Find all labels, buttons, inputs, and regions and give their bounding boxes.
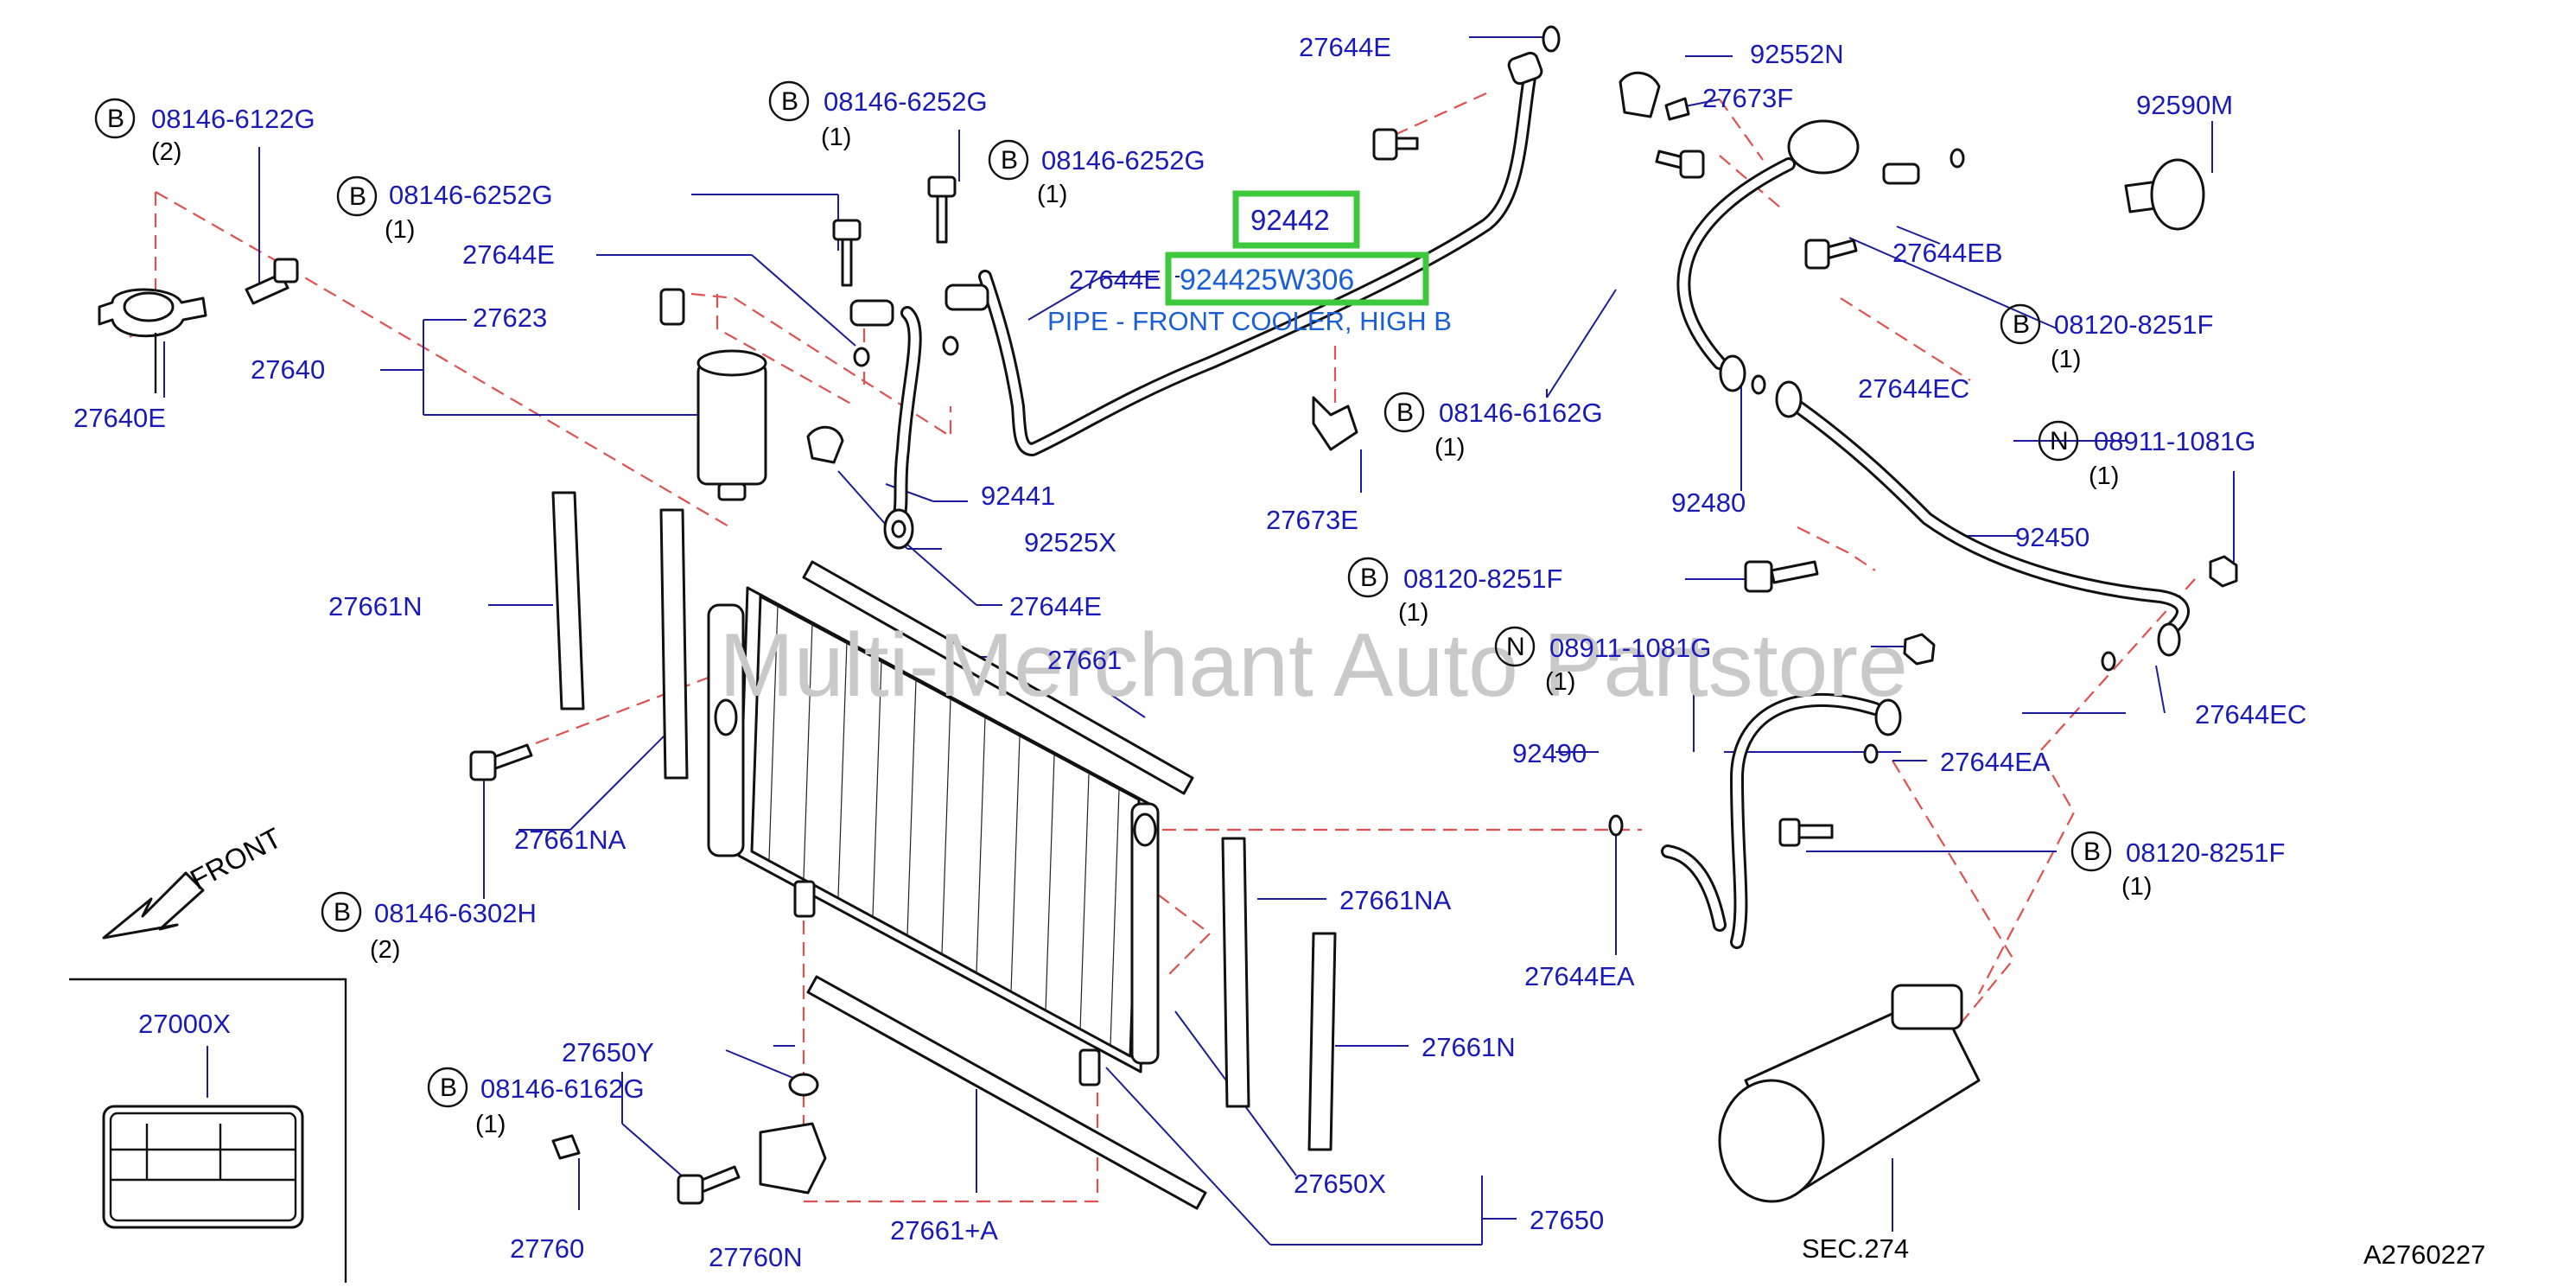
- part-label-27644EA-b[interactable]: 27644EA: [1524, 961, 1635, 991]
- qty-label: (1): [1434, 434, 1465, 462]
- part-label-27640E[interactable]: 27640E: [73, 403, 166, 433]
- part-label-27644EB[interactable]: 27644EB: [1892, 238, 2003, 268]
- qty-label: (1): [2051, 346, 2081, 373]
- part-label-27644E-c[interactable]: 27644E: [1069, 264, 1161, 295]
- part-label-08146-6162G[interactable]: 08146-6162G: [1439, 398, 1603, 428]
- bolt-letter: B: [1001, 146, 1018, 175]
- part-label-27661N[interactable]: 27661N: [328, 591, 423, 621]
- highlight-full-part-label[interactable]: 924425W306: [1180, 264, 1354, 296]
- qty-label: (1): [475, 1111, 506, 1138]
- part-label-27623[interactable]: 27623: [473, 303, 547, 333]
- part-label-27644E-b[interactable]: 27644E: [462, 239, 555, 270]
- part-label-92441[interactable]: 92441: [981, 481, 1055, 511]
- part-label-08120-8251F-b[interactable]: 08120-8251F: [1403, 564, 1562, 594]
- nut-letter: N: [2050, 427, 2069, 456]
- part-label-27661-A[interactable]: 27661+A: [890, 1215, 998, 1246]
- part-label-92450[interactable]: 92450: [2015, 522, 2089, 552]
- part-label-27760N[interactable]: 27760N: [709, 1242, 803, 1272]
- part-label-27644EA[interactable]: 27644EA: [1940, 747, 2051, 777]
- part-label-27644E[interactable]: 27644E: [1299, 32, 1391, 62]
- highlight-callout: 92442 924425W306 PIPE - FRONT COOLER, HI…: [1047, 190, 1452, 336]
- qty-label: (2): [151, 138, 181, 166]
- qty-label: (1): [1037, 181, 1067, 208]
- bolt-marker-letters: B B B B B B N B N B B B: [107, 87, 2101, 1102]
- qty-label: (1): [1398, 599, 1428, 627]
- part-label-27650[interactable]: 27650: [1530, 1205, 1604, 1235]
- bolt-letter: B: [781, 87, 798, 116]
- line-art: [69, 25, 2238, 1283]
- qty-label: (1): [1545, 668, 1575, 696]
- part-label-27673E[interactable]: 27673E: [1266, 505, 1358, 535]
- diagram-ref-code: A2760227: [2363, 1239, 2485, 1270]
- part-label-27760[interactable]: 27760: [510, 1233, 584, 1264]
- qty-label: (1): [821, 124, 851, 151]
- part-label-92490[interactable]: 92490: [1512, 738, 1587, 768]
- part-label-27000X[interactable]: 27000X: [138, 1009, 231, 1039]
- part-label-08146-6162G-b[interactable]: 08146-6162G: [480, 1074, 645, 1104]
- part-label-27644EC-b[interactable]: 27644EC: [2195, 699, 2306, 730]
- bolt-letter: B: [1396, 398, 1414, 427]
- part-label-27661N-b[interactable]: 27661N: [1422, 1032, 1516, 1062]
- part-label-92480[interactable]: 92480: [1671, 487, 1746, 518]
- bolt-letter: B: [2083, 838, 2101, 866]
- part-label-27661NA[interactable]: 27661NA: [514, 825, 627, 855]
- part-label-08146-6252G[interactable]: 08146-6252G: [824, 86, 988, 117]
- part-labels: 27644E 92552N 27673F 92590M 08146-6252G …: [73, 32, 2306, 1272]
- part-label-08120-8251F-c[interactable]: 08120-8251F: [2126, 838, 2285, 868]
- highlight-part-label[interactable]: 92442: [1250, 204, 1330, 236]
- part-label-27661NA-b[interactable]: 27661NA: [1339, 885, 1452, 915]
- part-label-27644EC[interactable]: 27644EC: [1858, 373, 1969, 404]
- bolt-letter: B: [334, 898, 351, 927]
- part-label-08911-1081G-b[interactable]: 08911-1081G: [1549, 633, 1711, 663]
- condenser-drawing: [707, 586, 1160, 1086]
- part-label-27650Y[interactable]: 27650Y: [562, 1037, 654, 1067]
- part-label-27673F[interactable]: 27673F: [1702, 83, 1793, 113]
- part-label-27661[interactable]: 27661: [1047, 645, 1122, 675]
- part-label-08146-6252G-b[interactable]: 08146-6252G: [1041, 145, 1205, 175]
- qty-labels: (2) (1) (1) (1) (1) (1) (1) (1) (1) (1) …: [151, 124, 2152, 1138]
- qty-label: (1): [2089, 462, 2119, 490]
- qty-label: (2): [370, 936, 400, 964]
- highlight-description: PIPE - FRONT COOLER, HIGH B: [1047, 306, 1452, 336]
- part-label-08146-6252G-c[interactable]: 08146-6252G: [389, 180, 553, 210]
- bolt-letter: B: [349, 182, 366, 211]
- bolt-letter: B: [1360, 564, 1377, 592]
- part-label-92525X[interactable]: 92525X: [1024, 527, 1116, 557]
- part-label-08146-6302H[interactable]: 08146-6302H: [374, 898, 537, 928]
- part-label-08120-8251F[interactable]: 08120-8251F: [2054, 309, 2213, 340]
- part-label-27650X[interactable]: 27650X: [1294, 1169, 1386, 1199]
- part-label-27640[interactable]: 27640: [251, 354, 325, 385]
- compressor-drawing: [1718, 984, 1981, 1203]
- front-label: FRONT: [185, 821, 287, 895]
- bolt-letter: B: [107, 105, 124, 133]
- bolt-letter: B: [440, 1074, 457, 1102]
- qty-label: (1): [385, 216, 415, 244]
- bolt-letter: B: [2013, 310, 2030, 339]
- section-ref-label[interactable]: SEC.274: [1802, 1233, 1909, 1264]
- part-label-08146-6122G[interactable]: 08146-6122G: [151, 104, 315, 134]
- part-label-92552N[interactable]: 92552N: [1750, 39, 1844, 69]
- part-label-08911-1081G[interactable]: 08911-1081G: [2094, 426, 2255, 456]
- bolt-markers: [94, 80, 2112, 1108]
- nut-letter: N: [1506, 633, 1525, 661]
- watermark: Multi-Merchant Auto Partstore: [719, 615, 1908, 716]
- qty-label: (1): [2121, 873, 2152, 901]
- part-label-27644E-d[interactable]: 27644E: [1009, 591, 1102, 621]
- part-label-92590M[interactable]: 92590M: [2136, 90, 2233, 120]
